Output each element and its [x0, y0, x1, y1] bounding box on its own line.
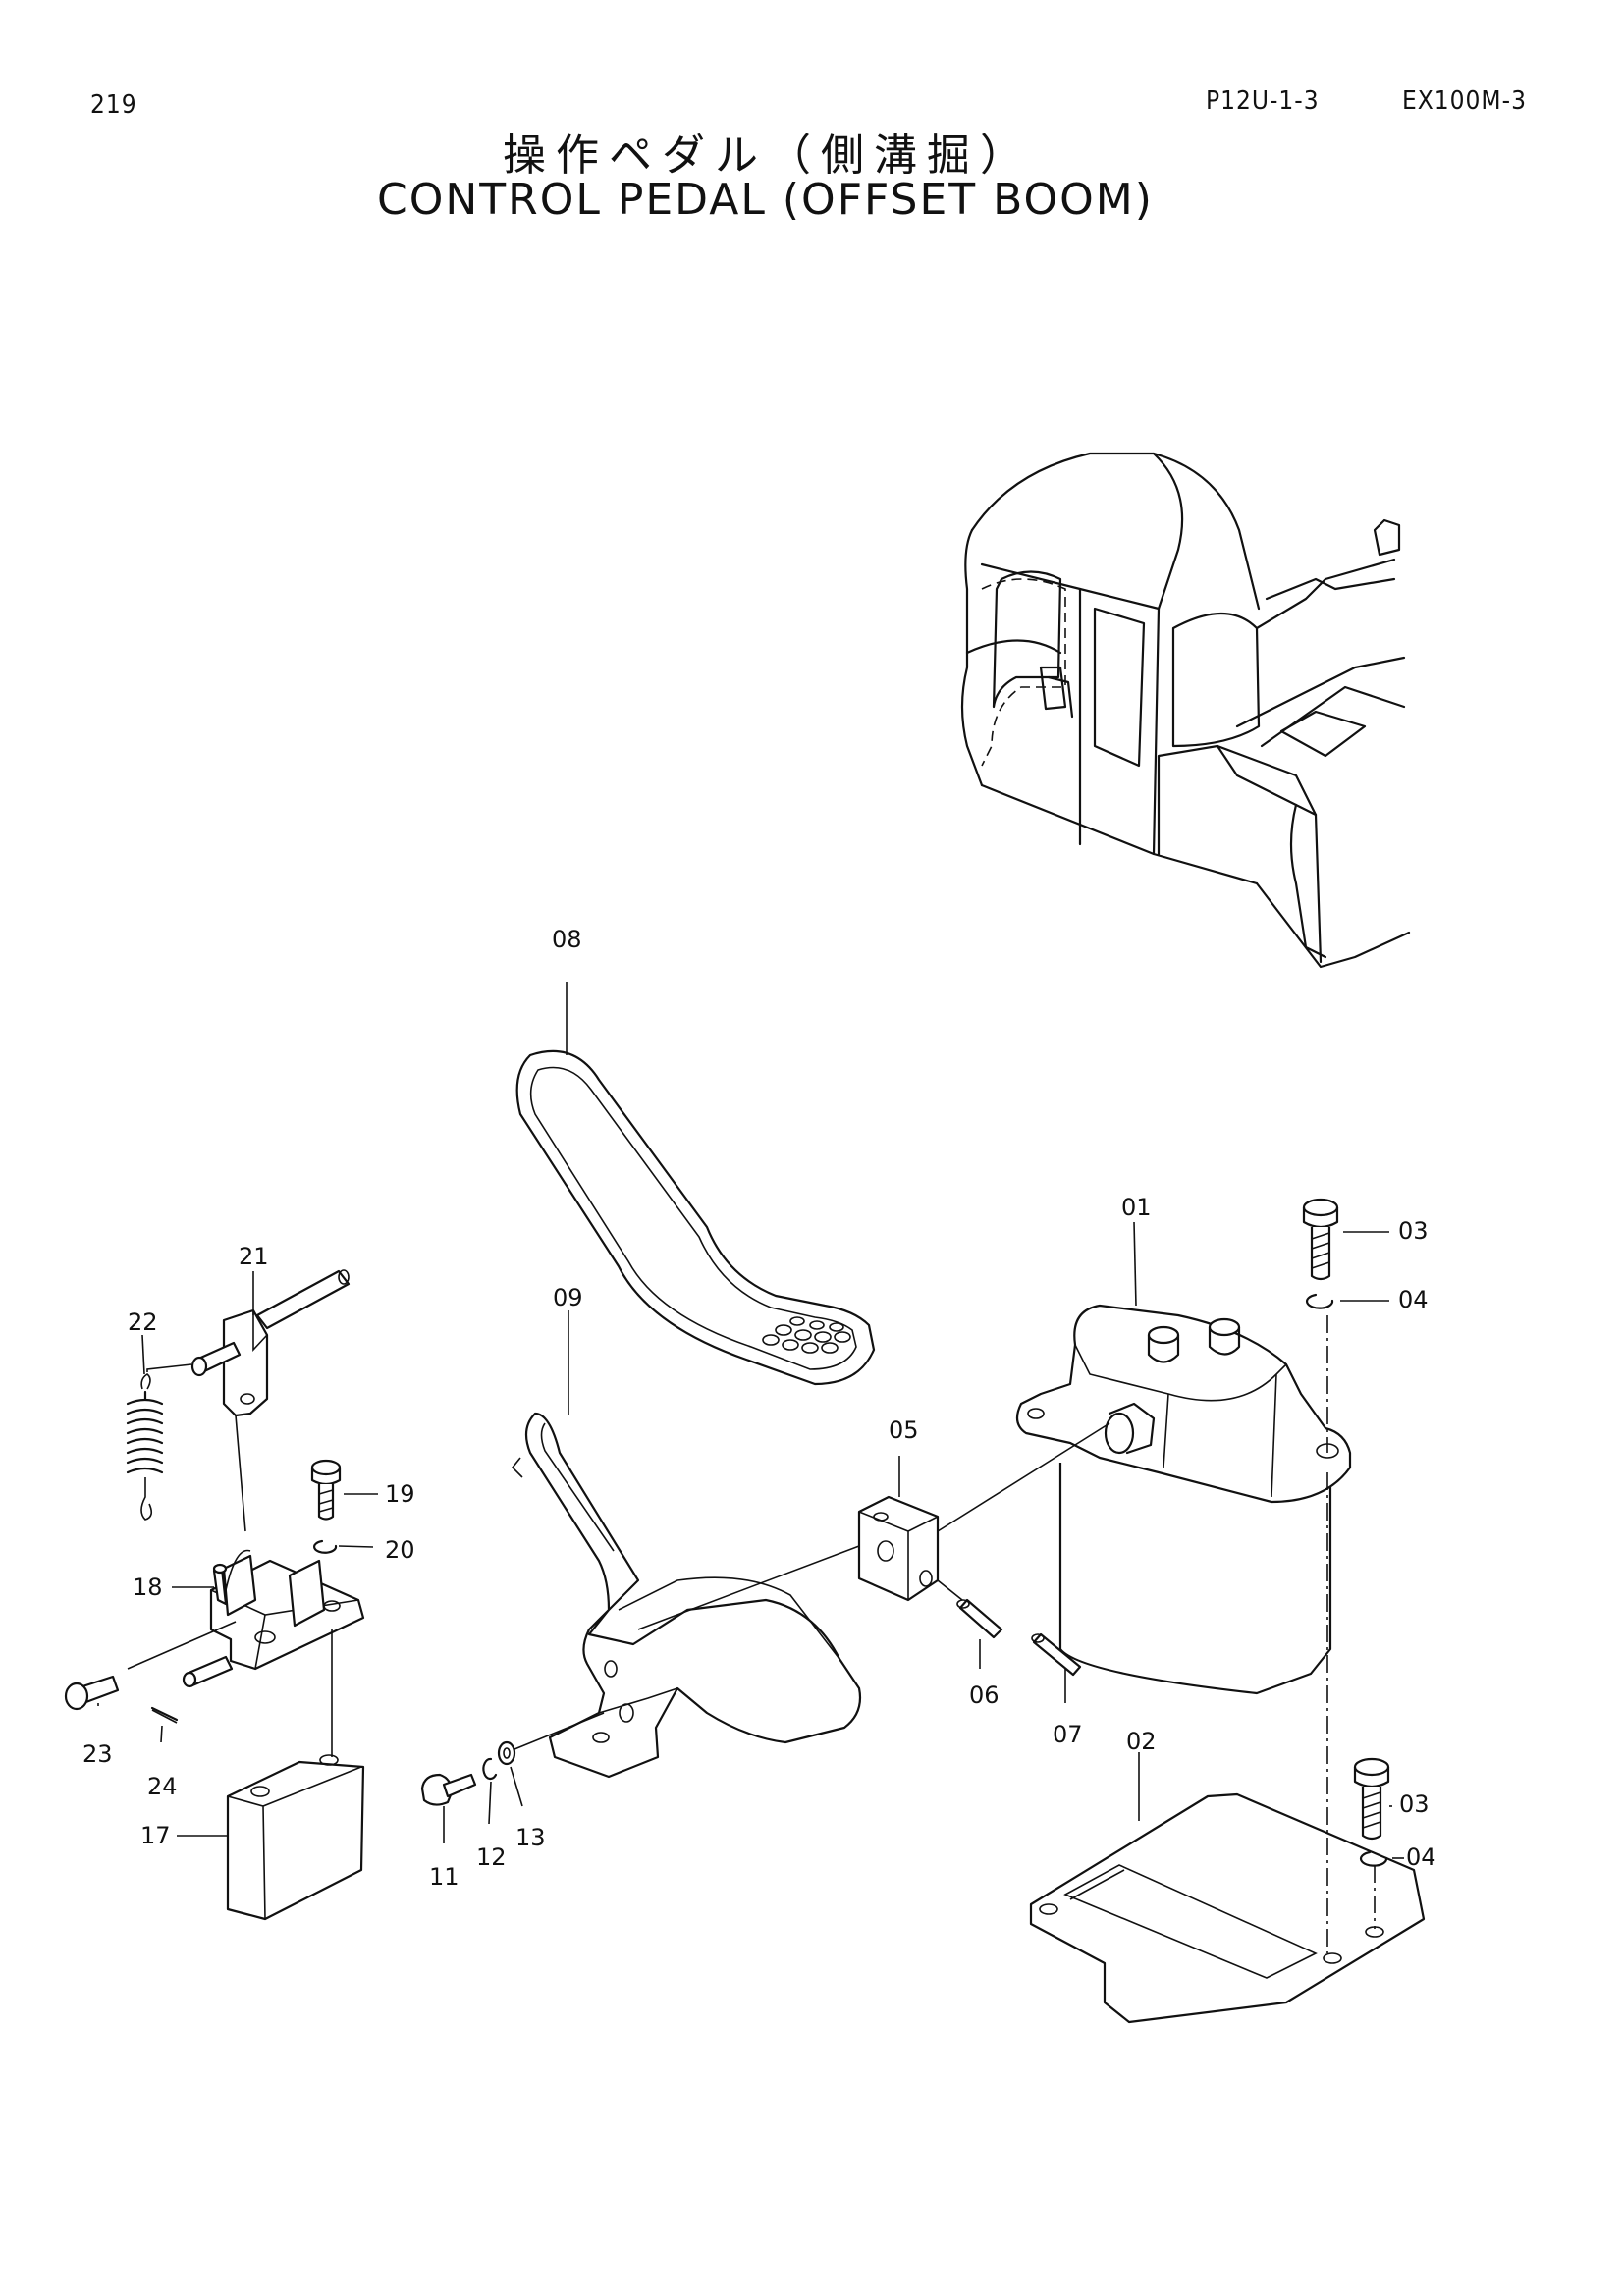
label-06: 06 — [969, 1682, 1000, 1709]
part-11-bolt — [420, 1773, 477, 1806]
label-04-lower: 04 — [1406, 1843, 1436, 1871]
label-05: 05 — [889, 1416, 919, 1444]
part-03-bolt-lower — [1353, 1757, 1390, 1841]
part-18-bracket — [182, 1549, 365, 1688]
label-24: 24 — [147, 1773, 178, 1800]
excavator-cab-illustration — [960, 452, 1411, 969]
part-17-box — [226, 1754, 365, 1921]
part-24-cotter-pin — [150, 1706, 179, 1724]
label-03-lower: 03 — [1399, 1790, 1430, 1818]
title-japanese: 操作ペダル（側溝掘） — [503, 131, 1033, 181]
part-02-mounting-plate — [1029, 1792, 1426, 2024]
label-01: 01 — [1121, 1194, 1152, 1221]
part-13-washer — [497, 1740, 516, 1766]
page-number: 219 — [90, 90, 137, 120]
part-22-spring — [126, 1363, 192, 1521]
part-06-pin — [956, 1598, 1003, 1639]
label-07: 07 — [1053, 1721, 1083, 1748]
label-12: 12 — [476, 1843, 507, 1871]
title-english: CONTROL PEDAL (OFFSET BOOM) — [377, 175, 1154, 225]
label-18: 18 — [133, 1574, 163, 1601]
part-04-washer-lower — [1360, 1850, 1388, 1867]
label-13: 13 — [515, 1824, 546, 1851]
label-04-upper: 04 — [1398, 1286, 1429, 1313]
label-22: 22 — [128, 1308, 158, 1336]
part-19-bolt — [310, 1459, 342, 1521]
label-23: 23 — [82, 1740, 113, 1768]
label-20: 20 — [385, 1536, 415, 1564]
label-21: 21 — [239, 1243, 269, 1270]
part-12-lock-washer — [482, 1757, 498, 1781]
part-20-washer — [313, 1539, 338, 1554]
part-04-washer-upper — [1306, 1293, 1334, 1309]
part-05-block — [857, 1495, 940, 1602]
label-02: 02 — [1126, 1728, 1157, 1755]
label-19: 19 — [385, 1480, 415, 1508]
label-09: 09 — [553, 1284, 583, 1311]
label-03-upper: 03 — [1398, 1217, 1429, 1245]
part-21-lever — [190, 1269, 351, 1532]
part-07-pin — [1031, 1632, 1082, 1677]
document-code: P12U-1-3 — [1206, 86, 1320, 116]
label-08: 08 — [552, 926, 582, 953]
model-code: EX100M-3 — [1402, 86, 1527, 116]
part-01-control-valve — [1015, 1304, 1352, 1695]
part-08-pedal-pad — [515, 1049, 876, 1386]
part-labels: 08 09 01 03 04 05 06 07 02 03 04 21 22 1… — [82, 926, 1436, 1891]
label-17: 17 — [140, 1822, 171, 1849]
part-09-pedal-arm — [511, 1412, 862, 1779]
part-03-bolt-upper — [1302, 1198, 1339, 1281]
leader-lines — [97, 982, 1404, 1859]
label-11: 11 — [429, 1863, 460, 1891]
part-23-pin — [64, 1675, 120, 1711]
